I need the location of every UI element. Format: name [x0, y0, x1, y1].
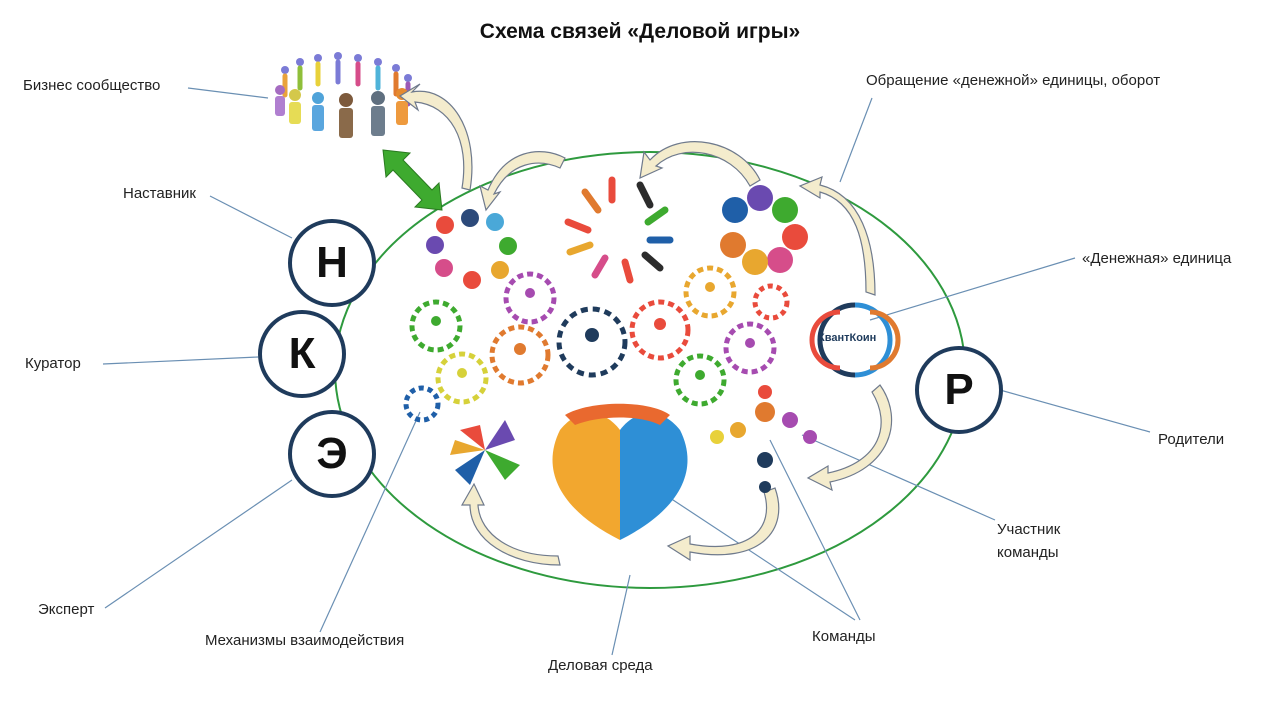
label-mechanisms: Механизмы взаимодействия — [205, 632, 405, 649]
kvantcoin-logo — [809, 302, 901, 378]
curved-arrow-icon — [806, 384, 893, 492]
team-ring-multicolor — [426, 209, 517, 289]
label-team-member-line1: Участник — [997, 521, 1061, 538]
leader-expert — [104, 479, 293, 609]
label-curator: Куратор — [25, 355, 81, 372]
leader-curator — [102, 356, 259, 365]
label-business-environment: Деловая среда — [548, 657, 653, 674]
flow-arrows — [398, 83, 893, 566]
gear-icon — [409, 299, 463, 353]
leader-business-community — [187, 87, 269, 99]
leader-lines — [102, 87, 1151, 656]
gear-person-icons — [431, 282, 755, 380]
leader-currency — [869, 257, 1076, 321]
leader-circulation — [839, 97, 873, 183]
gear-icon — [629, 299, 691, 361]
gear-icon — [403, 385, 441, 423]
team-circle-right — [710, 385, 817, 493]
team-heart — [552, 403, 688, 540]
gears-cluster — [403, 265, 790, 423]
double-arrow-icon — [382, 149, 443, 211]
curved-arrow-icon — [479, 151, 566, 212]
leader-teams-2 — [769, 439, 861, 621]
label-team-member-line2: команды — [997, 544, 1059, 561]
label-expert: Эксперт — [38, 601, 95, 618]
label-circulation: Обращение «денежной» единицы, оборот — [866, 72, 1161, 89]
label-currency: «Денежная» единица — [1082, 250, 1232, 267]
label-teams: Команды — [812, 628, 876, 645]
label-parents: Родители — [1158, 431, 1225, 448]
parents-circle: Р — [915, 346, 1003, 434]
team-ring-puzzle — [720, 185, 808, 275]
label-mentor: Наставник — [123, 185, 196, 202]
leader-parents — [999, 389, 1151, 433]
gear-icon — [723, 321, 777, 375]
gear-icon — [752, 283, 790, 321]
team-ring-dancers — [564, 176, 674, 284]
gear-icon — [556, 306, 628, 378]
leader-member — [801, 434, 996, 521]
curved-arrow-icon — [666, 487, 780, 562]
gear-icon — [683, 265, 737, 319]
label-business-community: Бизнес сообщество — [23, 77, 161, 94]
expert-circle: Э — [288, 410, 376, 498]
kvantcoin-label: КвантКоин — [818, 332, 877, 344]
gear-icon — [489, 324, 551, 386]
business-community-people-icon — [275, 52, 412, 138]
curved-arrow-icon — [798, 175, 876, 296]
leader-business-environment — [611, 574, 631, 656]
curved-arrow-icon — [398, 83, 473, 191]
leader-mechanisms — [319, 411, 421, 633]
mentor-circle: Н — [288, 219, 376, 307]
curved-arrow-icon — [639, 141, 761, 187]
gear-icon — [673, 353, 727, 407]
leader-mentor — [209, 195, 293, 239]
gear-icon — [435, 351, 489, 405]
curator-circle: К — [258, 310, 346, 398]
diagram-title: Схема связей «Деловой игры» — [479, 20, 801, 43]
team-pinwheel — [450, 420, 520, 485]
curved-arrow-icon — [460, 482, 561, 566]
gear-icon — [503, 271, 557, 325]
